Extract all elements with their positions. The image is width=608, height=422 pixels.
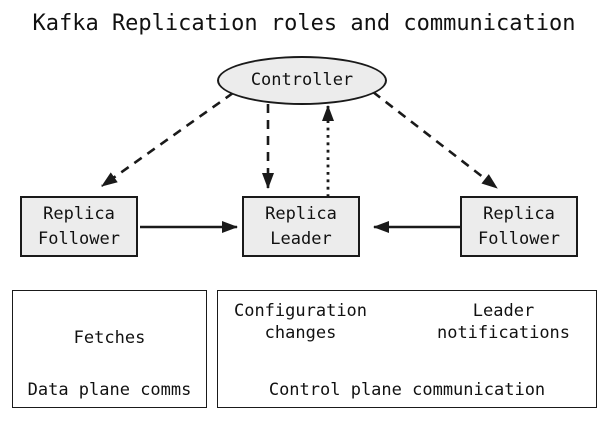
arrow-config-change-to-left-follower (101, 91, 234, 188)
replica-follower-left-label: Replica Follower (38, 203, 120, 249)
diagram-title: Kafka Replication roles and communicatio… (32, 11, 576, 36)
node-replica-follower-left: Replica Follower (20, 196, 138, 257)
replica-follower-right-label: Replica Follower (478, 203, 560, 249)
legend-data-plane-caption: Data plane comms (27, 380, 192, 400)
controller-label: Controller (250, 70, 354, 90)
node-replica-follower-right: Replica Follower (460, 196, 578, 257)
node-replica-leader: Replica Leader (242, 196, 360, 257)
legend-leader-notifications-label: Leader notifications (436, 301, 571, 343)
legend-control-plane-caption: Control plane communication (268, 380, 546, 400)
legend-data-plane: Fetches Data plane comms (12, 290, 207, 408)
replica-leader-label: Replica Leader (265, 203, 337, 249)
legend-configuration-changes-label: Configuration changes (233, 301, 368, 343)
arrow-config-change-to-right-follower (372, 90, 498, 190)
legend-fetches-label: Fetches (73, 328, 146, 348)
node-controller: Controller (217, 56, 387, 105)
legend-control-plane: Configuration changes Leader notificatio… (217, 290, 597, 408)
